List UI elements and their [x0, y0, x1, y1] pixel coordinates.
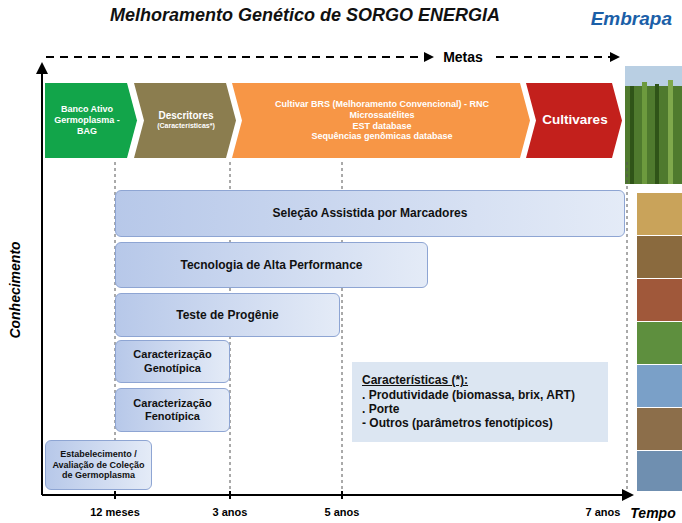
arrowhead — [610, 52, 620, 62]
cornfield-photo — [625, 66, 682, 184]
metas-arrow — [46, 52, 620, 62]
top-right-photo — [625, 66, 682, 184]
axis-title: Tempo — [630, 505, 675, 521]
germplasm-bank-step: Banco Ativo Germoplasma - BAG — [45, 83, 137, 158]
photo-tile — [637, 279, 682, 321]
tick-label: 7 anos — [586, 506, 621, 518]
dashed-line — [46, 56, 426, 58]
tick-label: 12 meses — [90, 506, 140, 518]
node-text: . Porte — [362, 402, 598, 416]
title: Melhoramento Genético de SORGO ENERGIA — [110, 5, 500, 26]
photo-tile — [637, 236, 682, 278]
timeline-bar: Caracterização Fenotípica — [115, 388, 230, 432]
gridline — [627, 162, 628, 495]
node-text: - Outros (parâmetros fenotípicos) — [362, 416, 598, 430]
chevron-outline — [134, 83, 236, 158]
photo-strip — [637, 193, 682, 491]
axis-title: Metas — [440, 49, 486, 65]
tick-label: 3 anos — [213, 506, 248, 518]
axes — [36, 62, 634, 501]
logo-text: Embrapa — [591, 8, 672, 30]
chevron-outline — [45, 83, 137, 158]
node-text: Caracterização Genotípica — [122, 348, 223, 374]
cultivar-tools-step: Cultivar BRS (Melhoramento Convencional)… — [232, 83, 530, 158]
cultivars-step: Cultivares — [526, 83, 622, 158]
photo-tile — [637, 451, 682, 491]
tick — [229, 491, 231, 499]
node-text: Caracterização Fenotípica — [122, 397, 223, 423]
node-text: Microssatélites — [248, 110, 516, 121]
node-text: . Produtividade (biomassa, brix, ART) — [362, 388, 598, 402]
tick — [341, 491, 343, 499]
tick — [114, 491, 116, 499]
photo-tile — [637, 193, 682, 235]
timeline-bar: Seleção Assistida por Marcadores — [115, 190, 625, 237]
node-text: Cultivares — [540, 112, 610, 128]
y-axis — [41, 72, 43, 495]
node-text: Teste de Progênie — [124, 308, 331, 322]
plant-stripe — [655, 84, 659, 184]
x-axis — [42, 494, 624, 496]
chevron-outline — [232, 83, 530, 158]
dashed-line — [496, 56, 612, 58]
descriptors-step: Descritores(Características*) — [134, 83, 236, 158]
arrowhead — [36, 62, 48, 74]
timeline-bar: Tecnologia de Alta Performance — [115, 242, 428, 288]
plant-stripe — [630, 86, 634, 184]
photo-tile — [637, 322, 682, 364]
node-text: Tecnologia de Alta Performance — [124, 258, 419, 272]
plant-stripe — [642, 82, 647, 184]
axis-title: Conhecimento — [7, 241, 23, 338]
tick-label: 5 anos — [325, 506, 360, 518]
node-text: Sequências genômicas database — [248, 131, 516, 142]
node-text: EST database — [248, 121, 516, 132]
node-text: Cultivar BRS (Melhoramento Convencional)… — [248, 99, 516, 110]
node-text: Estabelecimento / Avaliação de Coleção d… — [50, 449, 147, 481]
timeline-bar: Caracterização Genotípica — [115, 340, 230, 383]
time-gridlines — [115, 162, 627, 495]
timeline-bar: Teste de Progênie — [115, 293, 340, 337]
arrowhead — [424, 52, 434, 62]
node-text: Descritores — [148, 110, 224, 122]
node-text: Características (*): — [362, 373, 598, 387]
timeline-bar: Estabelecimento / Avaliação de Coleção d… — [45, 440, 152, 490]
node-text: Seleção Assistida por Marcadores — [124, 206, 616, 220]
photo-tile — [637, 408, 682, 450]
node-text: (Características*) — [148, 122, 224, 130]
sky-strip — [625, 66, 682, 86]
characteristics-note: Características (*):. Produtividade (bio… — [352, 362, 608, 442]
arrowhead — [622, 489, 634, 501]
photo-tile — [637, 365, 682, 407]
plant-stripe — [668, 80, 673, 184]
node-text: Banco Ativo Germoplasma - BAG — [51, 104, 123, 136]
chevron-outline — [526, 83, 622, 158]
